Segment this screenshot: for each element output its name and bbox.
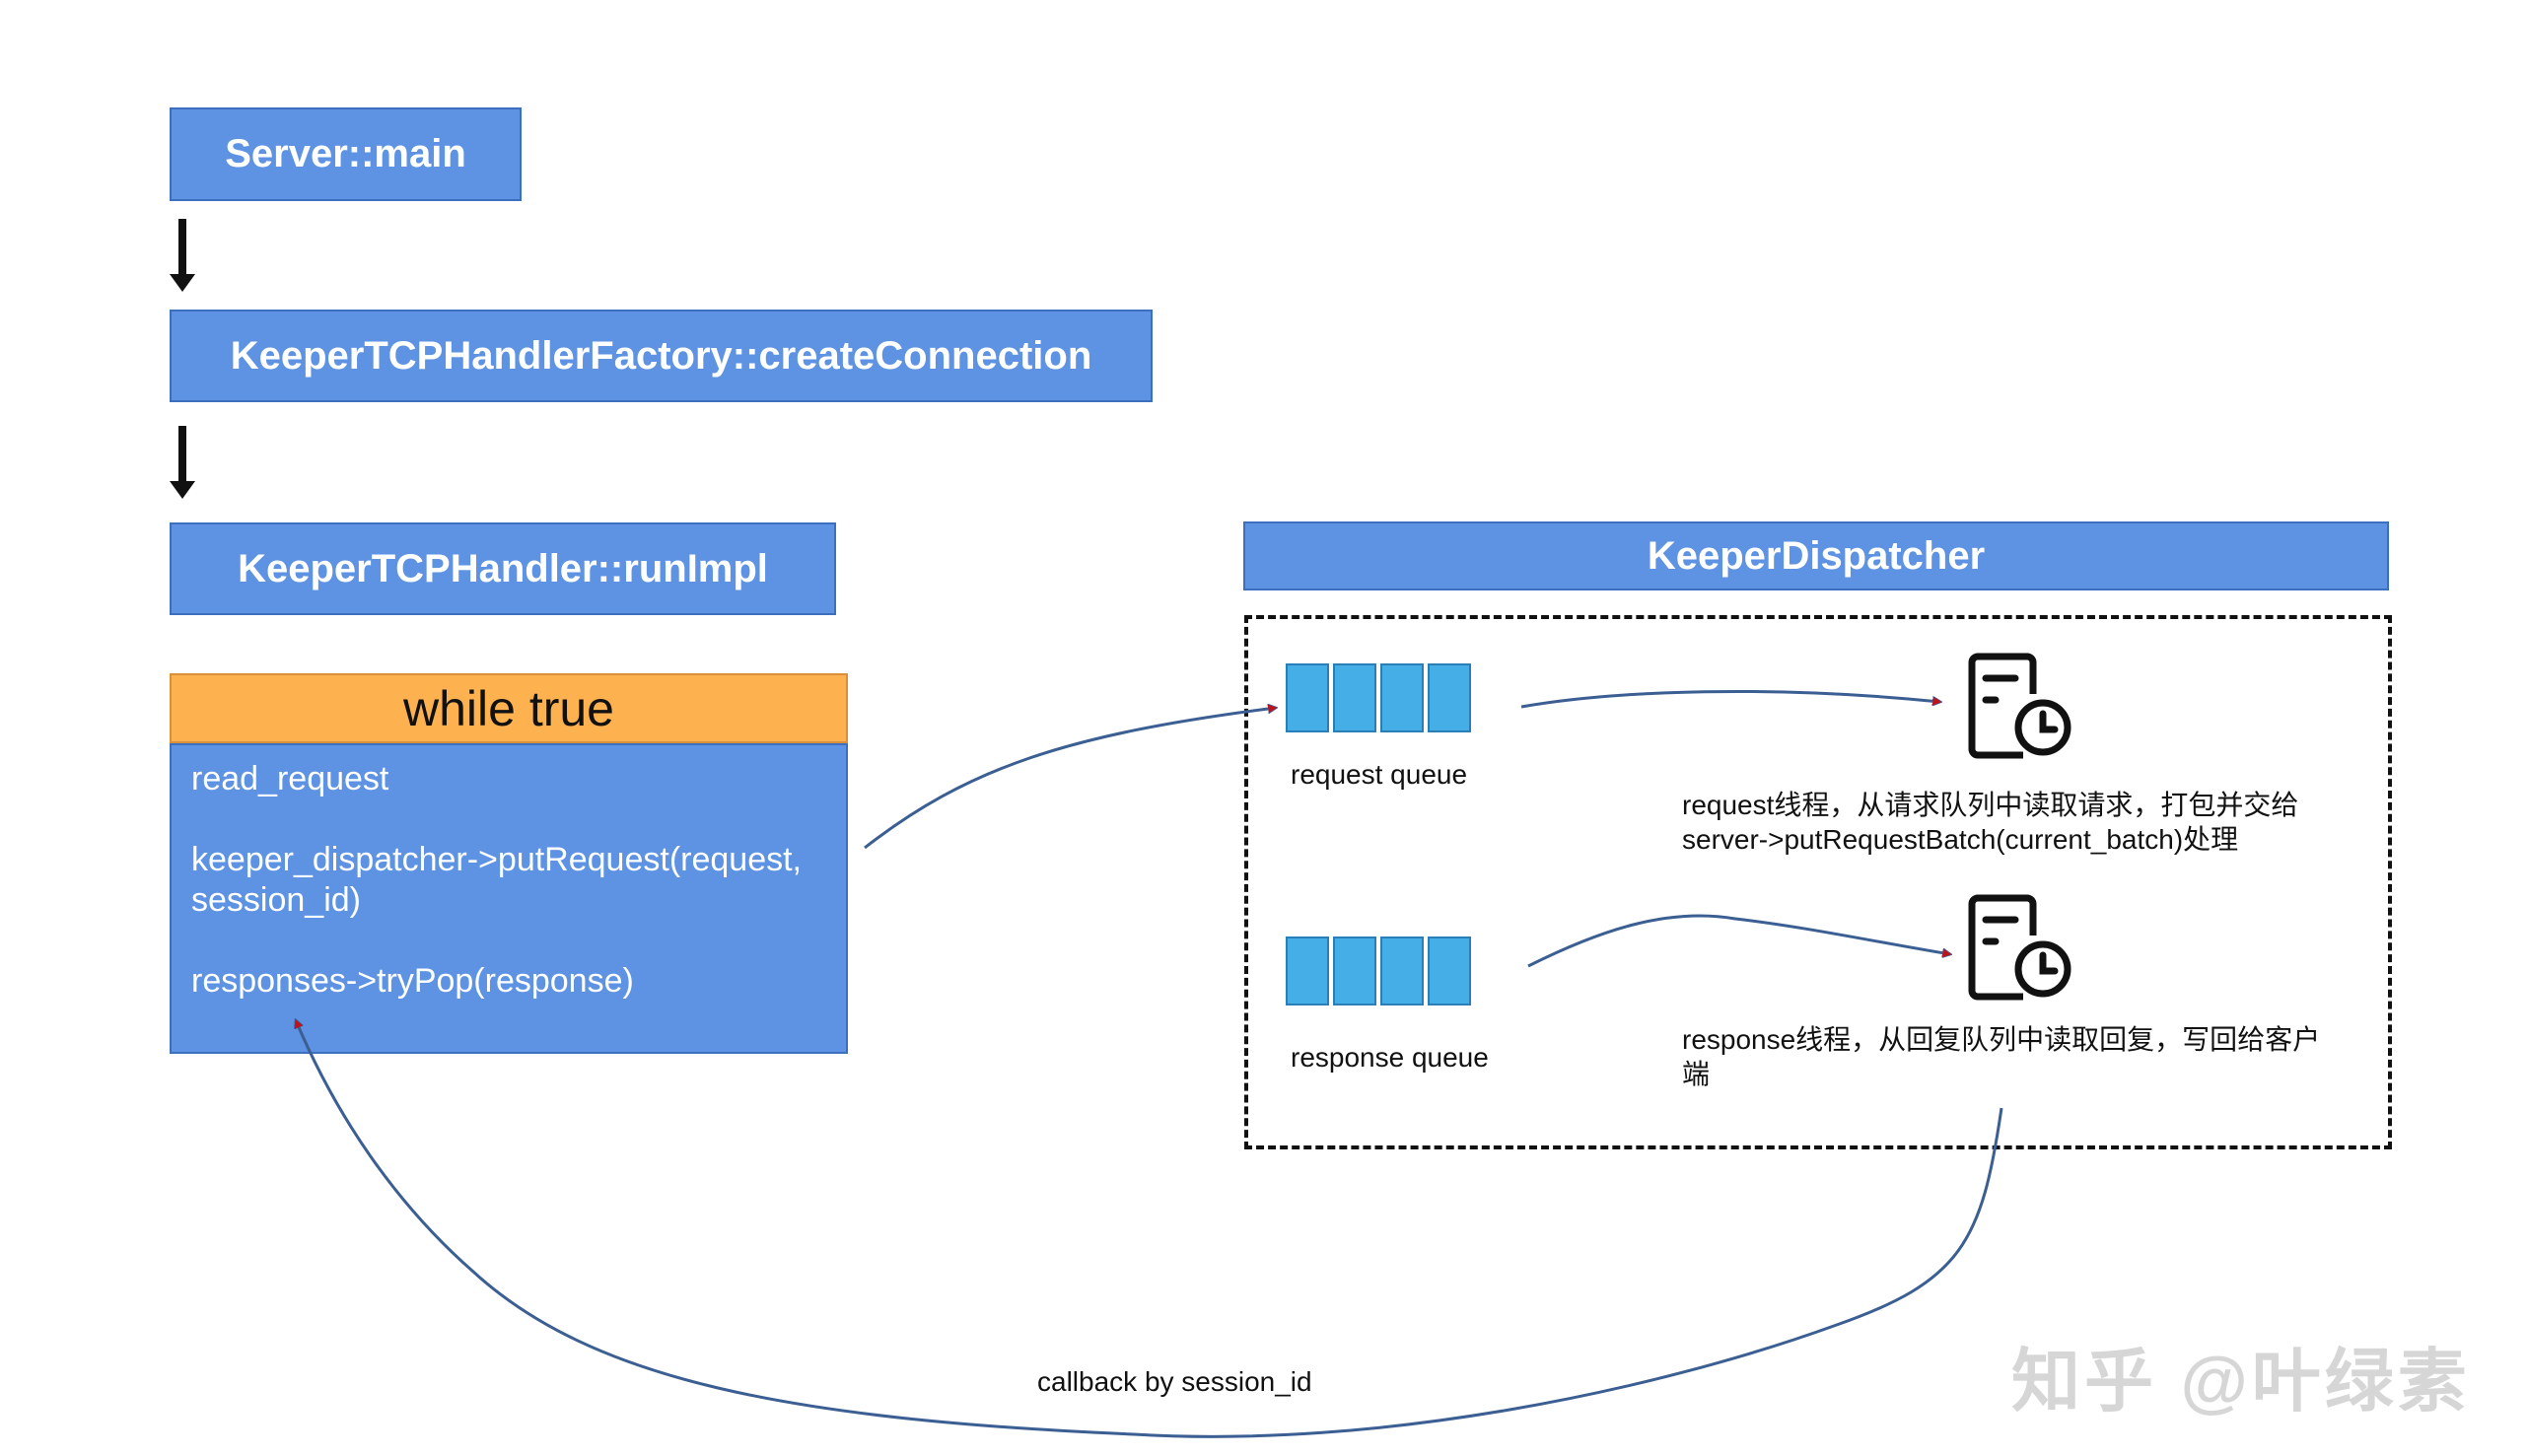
response-queue-label: response queue (1291, 1042, 1489, 1073)
while-loop-header: while true (170, 673, 848, 743)
loop-line-put-request: keeper_dispatcher->putRequest(request, (191, 841, 802, 878)
edge-loop-to-request-queue (864, 708, 1276, 850)
response-thread-description: response线程，从回复队列中读取回复，写回给客户 端 (1682, 1022, 2372, 1091)
edge-callback-to-loop (296, 1020, 2003, 1438)
request-thread-description: request线程，从请求队列中读取请求，打包并交给 server->putRe… (1682, 788, 2372, 857)
keeper-dispatcher-label: KeeperDispatcher (1647, 533, 1986, 578)
loop-line-session-id: session_id) (191, 881, 361, 919)
dispatcher-dashed-frame (1244, 615, 2392, 1149)
queue-cell (1428, 936, 1471, 1005)
keeper-dispatcher-box: KeeperDispatcher (1243, 521, 2389, 590)
factory-label: KeeperTCPHandlerFactory::createConnectio… (230, 333, 1092, 378)
while-loop-body: read_request keeper_dispatcher->putReque… (170, 743, 848, 1054)
response-queue (1286, 936, 1471, 1005)
callback-label: callback by session_id (1037, 1366, 1312, 1397)
edge-response-queue-to-thread (1527, 914, 1950, 968)
queue-cell (1333, 936, 1376, 1005)
loop-line-read-request: read_request (191, 760, 389, 797)
server-main-label: Server::main (225, 132, 466, 175)
run-impl-label: KeeperTCPHandler::runImpl (238, 546, 768, 590)
request-thread-line-1: request线程，从请求队列中读取请求，打包并交给 (1682, 790, 2299, 820)
while-loop-label: while true (403, 680, 614, 736)
edge-request-queue-to-thread (1520, 689, 1940, 709)
flow-arrow-factory-to-runimpl (170, 426, 195, 499)
queue-cell (1380, 663, 1424, 732)
request-thread-schedule-icon (1968, 653, 2071, 759)
queue-cell (1333, 663, 1376, 732)
response-thread-line-1: response线程，从回复队列中读取回复，写回给客户 (1682, 1024, 2321, 1055)
factory-box: KeeperTCPHandlerFactory::createConnectio… (170, 310, 1153, 402)
response-thread-schedule-icon (1968, 894, 2071, 1001)
request-thread-line-2: server->putRequestBatch(current_batch)处理 (1682, 824, 2239, 855)
response-thread-line-2: 端 (1682, 1059, 1711, 1089)
queue-cell (1286, 663, 1329, 732)
request-queue (1286, 663, 1471, 732)
queue-cell (1286, 936, 1329, 1005)
watermark: 知乎 @叶绿素 (2011, 1343, 2471, 1420)
run-impl-box: KeeperTCPHandler::runImpl (170, 522, 836, 615)
queue-cell (1380, 936, 1424, 1005)
server-main-box: Server::main (170, 107, 522, 201)
loop-line-try-pop: responses->tryPop(response) (191, 962, 634, 1000)
request-queue-label: request queue (1291, 759, 1468, 790)
flow-arrow-main-to-factory (170, 219, 195, 292)
queue-cell (1428, 663, 1471, 732)
